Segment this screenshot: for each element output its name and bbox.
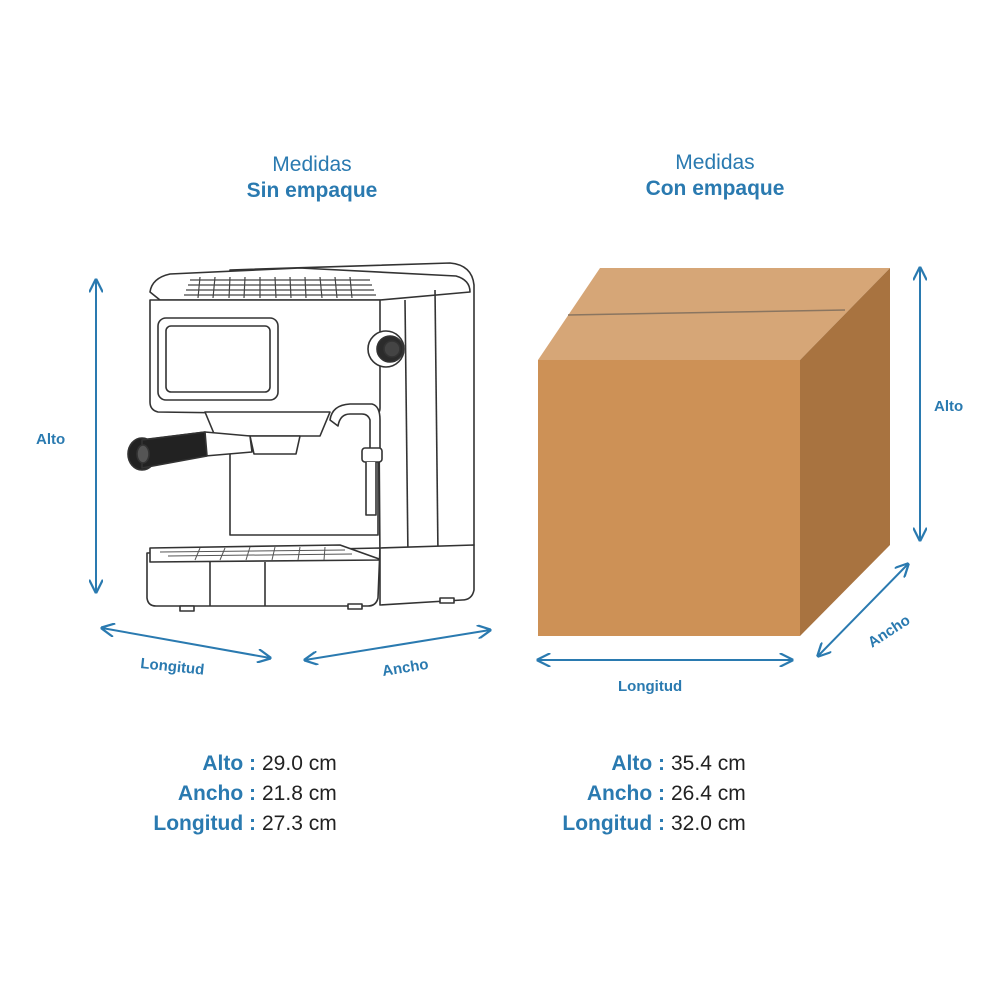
shipping-box-illustration — [538, 268, 890, 636]
left-specs: Alto : 29.0 cm Ancho : 21.8 cm Longitud … — [148, 749, 337, 839]
longitud-arrow — [102, 628, 270, 658]
spec-row: Longitud : 27.3 cm — [148, 809, 337, 839]
spec-value: 32.0 cm — [671, 812, 746, 835]
spec-value: 27.3 cm — [262, 812, 337, 835]
spec-row: Longitud : 32.0 cm — [557, 809, 746, 839]
spec-row: Ancho : 26.4 cm — [557, 779, 746, 809]
spec-value: 35.4 cm — [671, 752, 746, 775]
left-title-line1: Medidas — [272, 153, 352, 176]
right-specs: Alto : 35.4 cm Ancho : 26.4 cm Longitud … — [557, 749, 746, 839]
box-top — [538, 268, 890, 360]
ancho-arrow — [305, 630, 490, 660]
spec-key: Longitud : — [562, 812, 665, 835]
spec-value: 26.4 cm — [671, 782, 746, 805]
spec-key: Ancho : — [586, 782, 665, 805]
spec-row: Alto : 29.0 cm — [148, 749, 337, 779]
right-title: Medidas Con empaque — [615, 150, 815, 202]
left-alto-label: Alto — [36, 431, 65, 448]
left-title: Medidas Sin empaque — [212, 152, 412, 204]
right-title-line2: Con empaque — [645, 177, 785, 200]
box-front — [538, 360, 800, 636]
spec-row: Ancho : 21.8 cm — [148, 779, 337, 809]
box-ancho-arrow — [818, 564, 908, 656]
left-longitud-label: Longitud — [140, 655, 206, 679]
left-ancho-label: Ancho — [381, 656, 430, 680]
spec-key: Alto : — [611, 752, 665, 775]
box-tape-seam — [567, 309, 846, 316]
right-longitud-label: Longitud — [618, 678, 682, 695]
spec-key: Ancho : — [177, 782, 256, 805]
spec-value: 21.8 cm — [262, 782, 337, 805]
right-dimension-arrows — [538, 268, 920, 660]
spec-row: Alto : 35.4 cm — [557, 749, 746, 779]
spec-key: Alto : — [202, 752, 256, 775]
right-ancho-label: Ancho — [865, 612, 913, 652]
spec-key: Longitud : — [153, 812, 256, 835]
right-title-line1: Medidas — [675, 151, 755, 174]
spec-value: 29.0 cm — [262, 752, 337, 775]
right-alto-label: Alto — [934, 398, 963, 415]
coffee-machine-illustration — [127, 262, 475, 612]
left-title-line2: Sin empaque — [246, 179, 378, 202]
box-side — [800, 268, 890, 636]
left-dimension-arrows — [96, 280, 490, 660]
